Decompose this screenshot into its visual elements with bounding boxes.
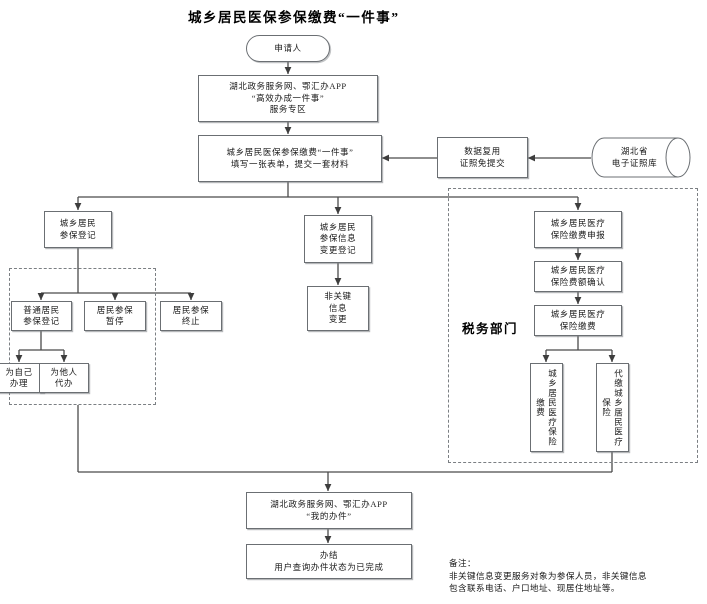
node-my-case[interactable]: 湖北政务服务网、鄂汇办APP “我的办件” (246, 492, 412, 529)
tax-department-label: 税务部门 (462, 322, 519, 336)
node-pay-declare[interactable]: 城乡居民医疗 保险缴费申报 (534, 211, 622, 248)
tax-department-zone (448, 188, 698, 463)
node-amount-confirm[interactable]: 城乡居民医疗 保险费额确认 (534, 261, 622, 292)
node-one-thing-form[interactable]: 城乡居民医保参保缴费“一件事” 填写一张表单，提交一套材料 (198, 135, 382, 182)
cert-database-label: 湖北省 电子证照库 (611, 146, 658, 168)
node-completed[interactable]: 办结 用户查询办件状态为已完成 (246, 544, 412, 579)
node-insure-register[interactable]: 城乡居民 参保登记 (44, 211, 112, 248)
node-for-self[interactable]: 为自己 办理 (0, 363, 44, 393)
node-cert-database[interactable]: 湖北省 电子证照库 (591, 137, 691, 178)
note-text: 备注： 非关键信息变更服务对象为参保人员，非关键信息 包含联系电话、户口地址、现… (449, 558, 647, 593)
page-title: 城乡居民医保参保缴费“一件事” (188, 10, 400, 25)
node-applicant[interactable]: 申请人 (246, 35, 330, 62)
node-suspend[interactable]: 居民参保 暂停 (84, 301, 146, 331)
node-terminate[interactable]: 居民参保 终止 (160, 301, 222, 331)
node-portal-entry[interactable]: 湖北政务服务网、鄂汇办APP “高效办成一件事” 服务专区 (198, 75, 378, 122)
resident-register-zone (9, 268, 156, 405)
node-agent-pay[interactable]: 代缴城乡居民医疗保险 (596, 363, 629, 452)
node-for-others[interactable]: 为他人 代办 (39, 363, 89, 393)
node-info-change-register[interactable]: 城乡居民 参保信息 变更登记 (304, 215, 372, 263)
node-pay-fee[interactable]: 城乡居民医疗 保险缴费 (534, 305, 622, 336)
node-self-pay[interactable]: 城乡居民医疗保险缴费 (530, 363, 563, 452)
node-noncritical-change[interactable]: 非关键 信息 变更 (307, 286, 369, 331)
node-ordinary-register[interactable]: 普通居民 参保登记 (11, 301, 72, 331)
node-data-reuse[interactable]: 数据复用 证照免提交 (437, 137, 528, 178)
